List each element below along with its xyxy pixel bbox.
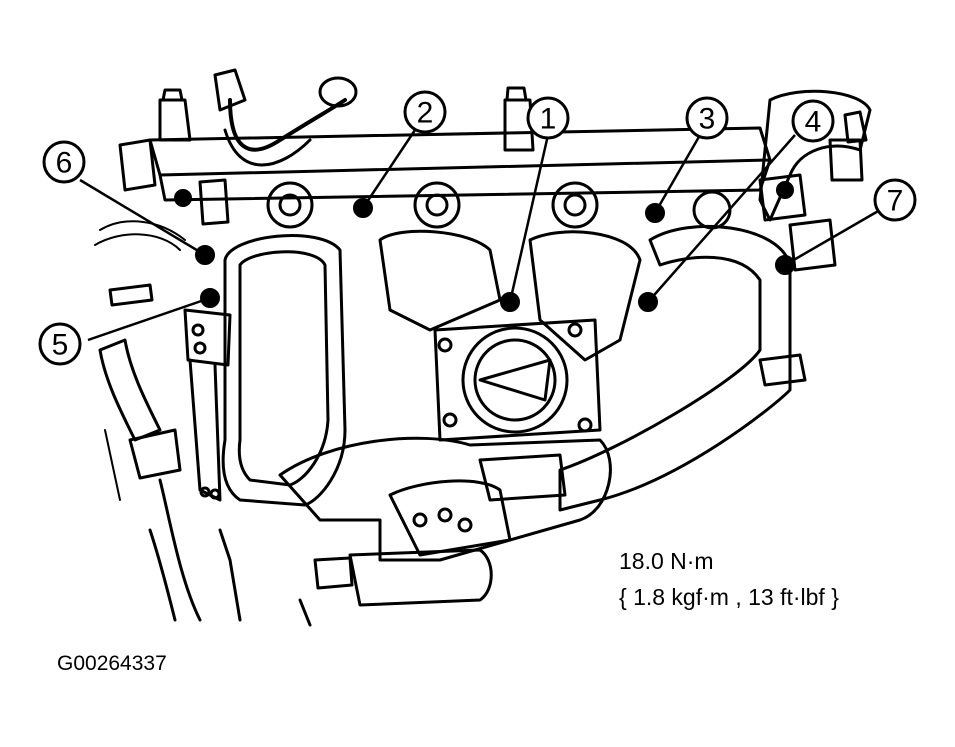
sensor-connector	[118, 138, 157, 192]
runner-right	[558, 224, 792, 512]
runner-left	[221, 234, 347, 507]
callout-6-label: 6	[56, 147, 73, 180]
callout-3-circle	[685, 96, 729, 140]
lower-plenum	[278, 436, 612, 562]
torque-spec-value: 18.0 N·m	[619, 548, 714, 574]
callout-7-circle	[873, 178, 917, 222]
injector-left	[158, 98, 192, 142]
callout-5-label: 5	[52, 329, 69, 362]
callout-1-circle	[526, 96, 570, 140]
callout-7-label: 7	[887, 185, 904, 218]
coolant-hose	[228, 98, 347, 152]
callout-2-circle	[403, 90, 447, 134]
bottom-outlet	[313, 556, 354, 590]
throttle-body	[433, 318, 602, 442]
callout-4-label: 4	[805, 106, 822, 139]
left-hose	[98, 338, 162, 442]
callout-3-label: 3	[699, 103, 716, 136]
right-bracket	[758, 89, 872, 222]
bolt-extra	[174, 189, 192, 207]
injector-right	[828, 138, 864, 182]
mounting-bracket	[183, 308, 232, 367]
fuel-rail	[148, 126, 772, 177]
runner-center	[378, 229, 502, 332]
figure-id: G00264337	[57, 652, 167, 675]
callout-1-label: 1	[540, 103, 557, 136]
callout-5-circle	[38, 322, 82, 366]
bolt-extra-2	[776, 181, 794, 199]
callout-6-circle	[42, 140, 86, 184]
torque-spec-alternate-units: { 1.8 kgf·m , 13 ft·lbf }	[619, 584, 839, 610]
callout-4-circle	[791, 99, 835, 143]
callout-2-label: 2	[417, 97, 434, 130]
